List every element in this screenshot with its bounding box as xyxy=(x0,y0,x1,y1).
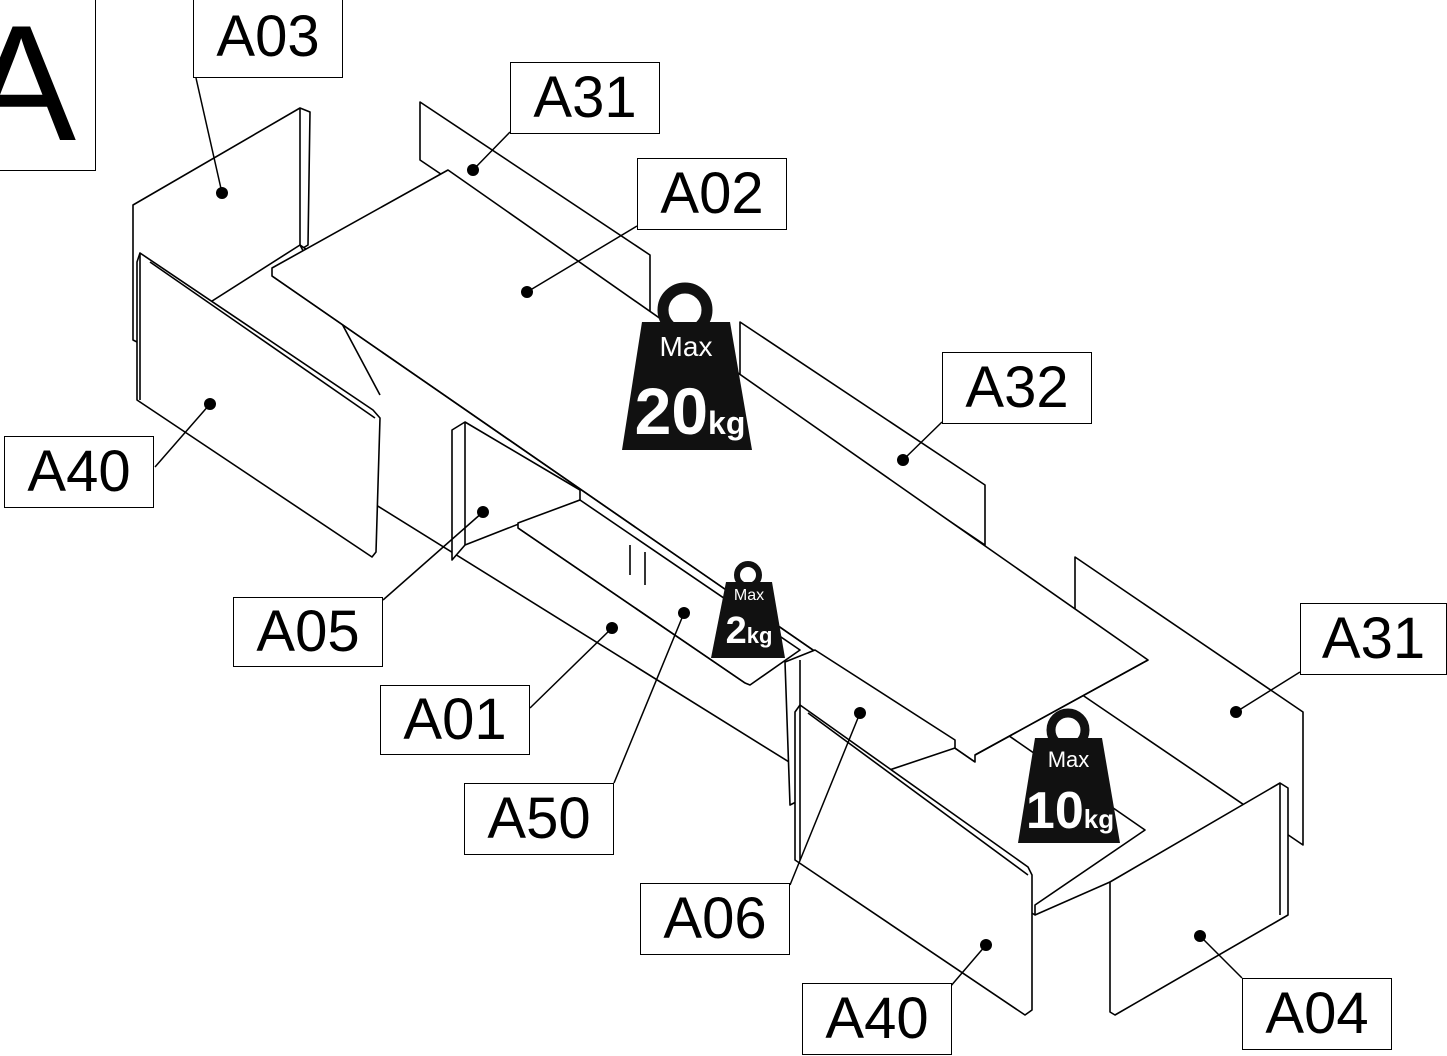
part-label-a02: A02 xyxy=(637,158,787,230)
weight-2-unit: kg xyxy=(746,623,773,648)
section-letter: A xyxy=(0,1,76,166)
weight-icon-2kg xyxy=(711,561,785,658)
weight-10-value: 10 xyxy=(1025,782,1084,840)
part-label-a40-right: A40 xyxy=(802,983,952,1055)
panel-a40-left xyxy=(136,252,381,558)
part-label-a50: A50 xyxy=(464,783,614,855)
part-label-a01: A01 xyxy=(380,685,530,755)
panel-a40-right xyxy=(794,704,1033,1016)
weight-20-value: 20 xyxy=(634,374,709,448)
weight-20-unit: kg xyxy=(708,405,746,441)
weight-2-value: 2 xyxy=(725,610,747,652)
weight-20-prefix: Max xyxy=(659,331,713,362)
weight-icon-20kg xyxy=(622,282,752,450)
weight-2-prefix: Max xyxy=(733,587,765,604)
part-label-a31-top: A31 xyxy=(510,62,660,134)
part-label-a06: A06 xyxy=(640,883,790,955)
weight-10-unit: kg xyxy=(1083,804,1115,834)
part-label-a31-right: A31 xyxy=(1300,603,1447,675)
section-letter-box: A xyxy=(0,0,96,171)
weight-10-prefix: Max xyxy=(1047,747,1090,772)
part-label-a32: A32 xyxy=(942,352,1092,424)
part-label-a03: A03 xyxy=(193,0,343,78)
weight-icon-10kg xyxy=(1018,708,1120,843)
weight-10-amount: 10kg xyxy=(1020,785,1120,837)
part-label-a04: A04 xyxy=(1242,978,1392,1050)
part-label-a40-left: A40 xyxy=(4,436,154,508)
leader-lines xyxy=(154,77,1301,988)
part-label-a05: A05 xyxy=(233,597,383,667)
leader-dots xyxy=(204,164,1242,951)
weight-2-amount: 2kg xyxy=(713,612,785,650)
weight-20-amount: 20kg xyxy=(630,378,750,444)
